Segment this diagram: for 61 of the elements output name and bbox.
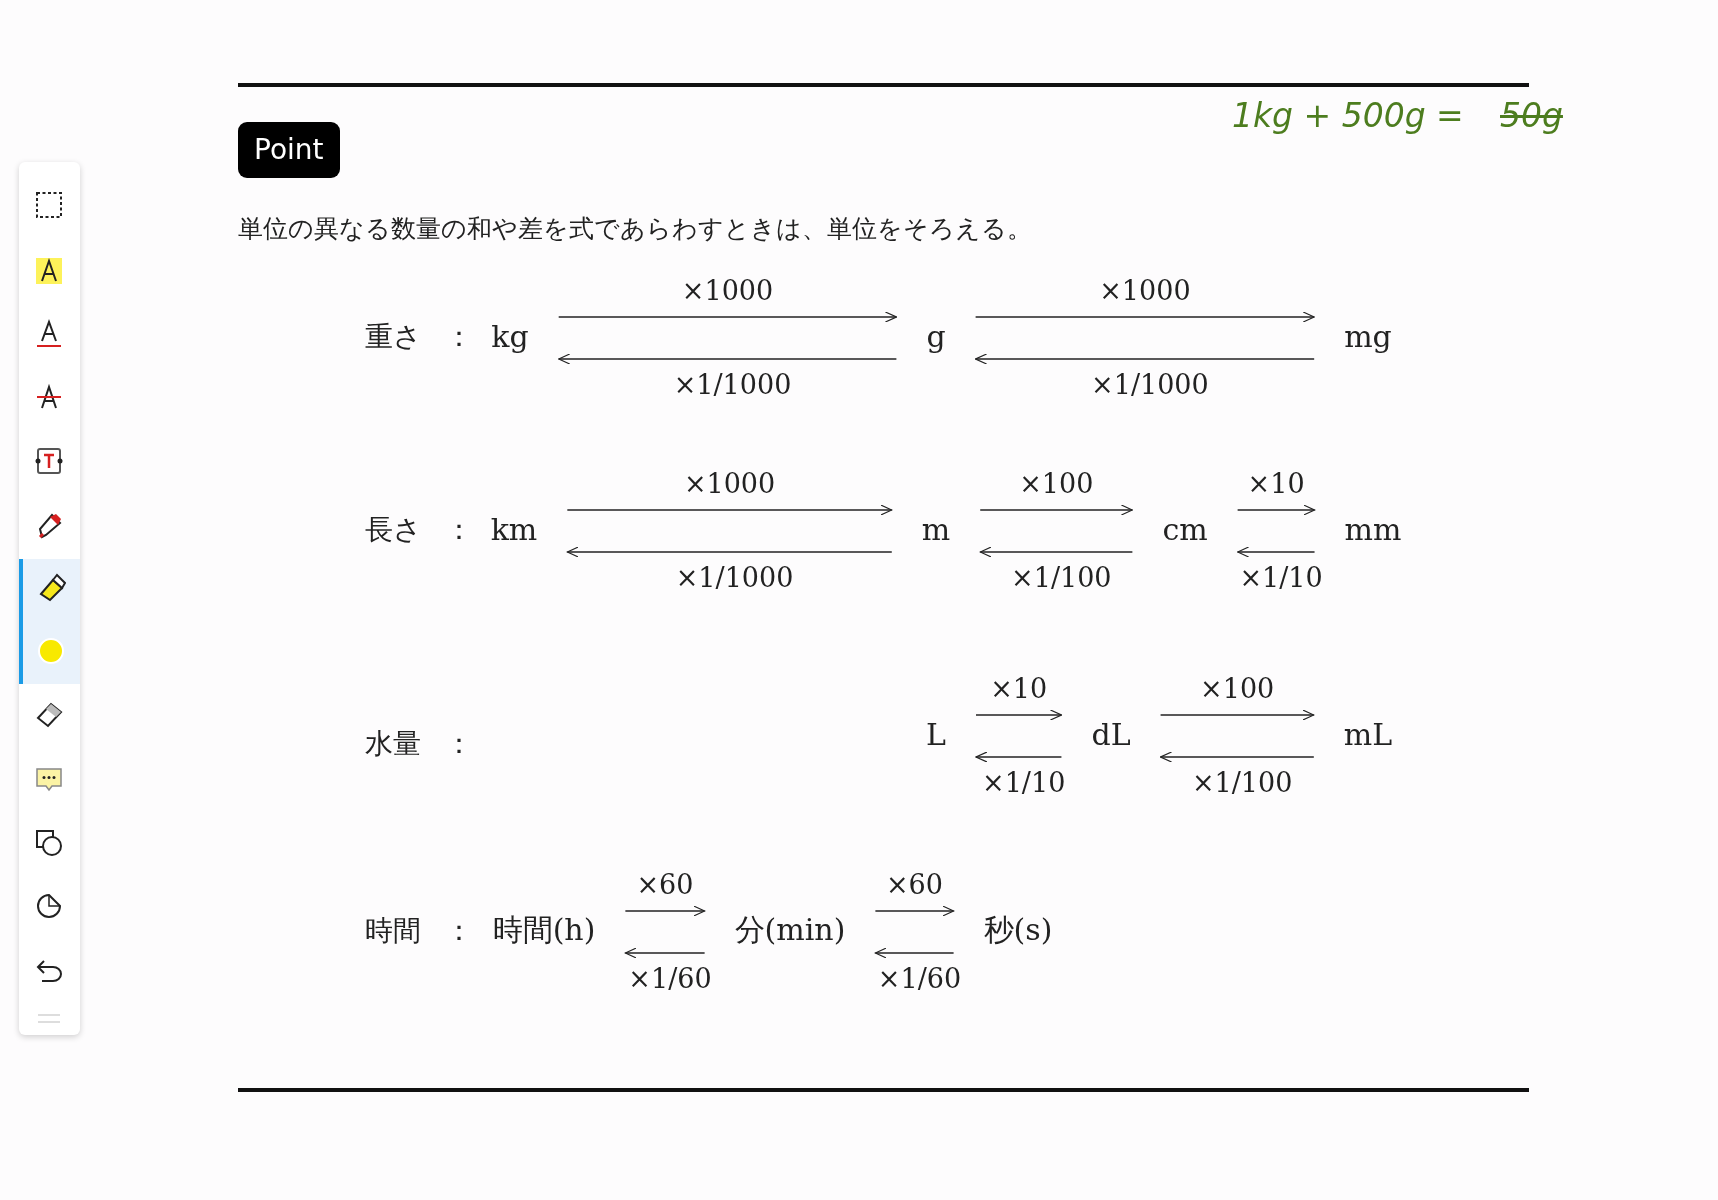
unit-label: mg [1344, 318, 1392, 354]
arrow [1236, 504, 1316, 516]
edge-label: ×1000 [681, 275, 774, 306]
edge-label: ×1000 [1099, 275, 1191, 306]
unit-label: g [926, 318, 946, 354]
edge-label: ×1/10 [982, 767, 1066, 798]
arrow [566, 504, 893, 516]
edge-label: ×1/100 [1191, 767, 1293, 798]
edge-label: ×100 [1200, 673, 1275, 704]
arrow [974, 353, 1315, 365]
unit-label: 時間(h) [492, 909, 596, 951]
edge-label: ×1/100 [1011, 562, 1112, 593]
arrow [566, 546, 893, 558]
edge-label: ×10 [990, 673, 1048, 704]
unit-label: m [921, 511, 951, 547]
arrow [974, 311, 1315, 323]
arrow [624, 905, 706, 917]
arrow [624, 947, 706, 959]
colon-separator: ： [445, 319, 473, 355]
arrow [979, 504, 1134, 516]
row-label: 長さ [365, 512, 422, 548]
edge-label: ×10 [1247, 468, 1305, 499]
edge-label: ×60 [886, 869, 943, 900]
arrow [979, 546, 1134, 558]
colon-separator: ： [445, 726, 473, 762]
arrow [1159, 751, 1315, 763]
row-label: 重さ [365, 319, 422, 355]
point-badge: Point [238, 122, 340, 178]
unit-label: dL [1091, 716, 1131, 752]
colon-separator: ： [445, 512, 473, 548]
unit-label: mL [1343, 716, 1393, 752]
edge-label: ×1/60 [877, 963, 962, 994]
edge-label: ×60 [636, 869, 694, 900]
unit-label: km [490, 511, 538, 547]
arrow [874, 905, 955, 917]
edge-label: ×1/10 [1239, 562, 1323, 593]
crossed-out-handwriting: 50g [1500, 96, 1563, 135]
edge-label: ×100 [1019, 468, 1094, 499]
unit-label: 分(min) [734, 909, 846, 951]
arrow [558, 353, 898, 365]
arrow [874, 947, 955, 959]
edge-label: ×1/1000 [675, 562, 794, 593]
arrow [1236, 546, 1316, 558]
row-label: 水量 [365, 726, 421, 762]
edge-label: ×1/1000 [673, 369, 792, 400]
instruction-text: 単位の異なる数量の和や差を式であらわすときは、単位をそろえる。 [238, 213, 1032, 245]
unit-label: kg [491, 318, 529, 354]
unit-label: 秒(s) [983, 909, 1053, 951]
unit-label: mm [1344, 511, 1402, 547]
arrow [975, 751, 1063, 763]
edge-label: ×1000 [683, 468, 776, 499]
row-label: 時間 [365, 913, 421, 949]
unit-label: L [926, 716, 946, 752]
edge-label: ×1/60 [628, 963, 712, 994]
arrow [1159, 709, 1315, 721]
unit-label: cm [1162, 511, 1208, 547]
arrow [975, 709, 1063, 721]
colon-separator: ： [445, 913, 473, 949]
arrow [558, 311, 898, 323]
handwritten-note: 1kg + 500g = [1232, 96, 1464, 135]
edge-label: ×1/1000 [1091, 369, 1209, 400]
